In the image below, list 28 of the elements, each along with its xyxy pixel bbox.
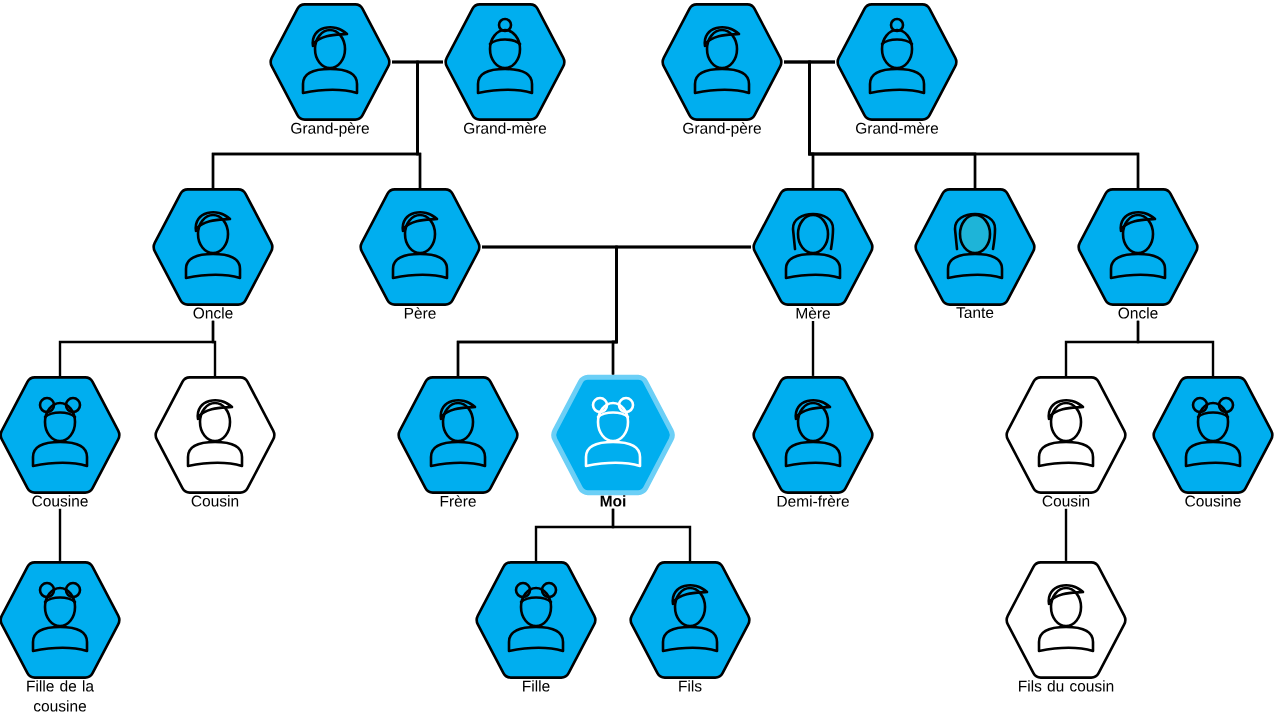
node-label: Grand-père xyxy=(291,122,369,137)
node-label: Fils du cousin xyxy=(1019,680,1114,692)
node-label: Cousine xyxy=(1185,495,1241,507)
node-label: Moi xyxy=(600,495,626,507)
node-label: Fils xyxy=(679,680,702,692)
node-label: Cousine xyxy=(32,495,88,507)
node-label: Grand-mère xyxy=(464,122,547,134)
connector-line xyxy=(611,508,692,561)
node-label: Fille xyxy=(523,680,550,692)
connector-line xyxy=(211,320,217,376)
connector-line xyxy=(1136,320,1215,376)
connector-line xyxy=(611,245,751,375)
node-label: Demi-frère xyxy=(777,495,849,507)
node-label: Tante xyxy=(956,307,994,319)
node-label: Cousin xyxy=(191,495,239,507)
connector-line xyxy=(58,508,62,561)
node-label: Oncle xyxy=(1118,307,1158,319)
node-label: Cousin xyxy=(1042,495,1090,507)
node-label: Grand-mère xyxy=(856,122,939,134)
node-label: Grand-père xyxy=(683,122,761,137)
node-label: Mère xyxy=(796,307,830,319)
node-label: Fille de la cousine xyxy=(27,680,94,712)
node-label: Père xyxy=(404,307,436,319)
connector-line xyxy=(1064,508,1068,561)
node-label: Frère xyxy=(440,495,476,507)
node-label: Oncle xyxy=(193,307,233,319)
connector-line xyxy=(416,60,443,188)
connector-line xyxy=(811,320,815,376)
